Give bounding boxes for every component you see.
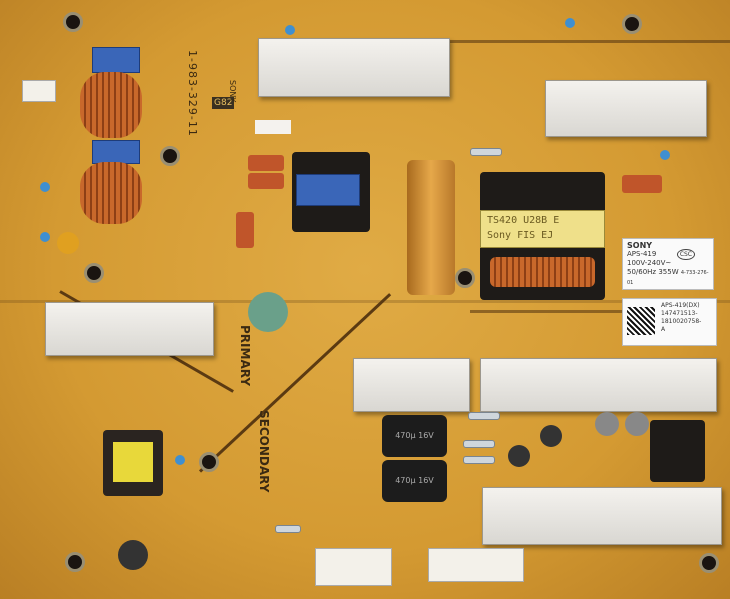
resistor <box>468 412 500 420</box>
output-capacitor: 470μ 16V <box>382 415 447 457</box>
label-rating: 100V-240V~ <box>627 259 672 267</box>
mounting-hole <box>199 452 219 472</box>
capacitor-rating: 470μ 16V <box>395 431 434 440</box>
common-mode-choke <box>80 72 142 138</box>
transformer-bobbin <box>296 174 360 206</box>
ac-input-connector <box>22 80 56 102</box>
revision-mark: G82 <box>212 97 235 109</box>
bulk-capacitor <box>407 160 455 295</box>
transformer-label-line1: TS420 U28B E <box>487 215 560 226</box>
trace <box>300 40 730 43</box>
cement-resistor <box>255 120 291 134</box>
barcode-text: APS-419(DX) 147471513- 1810020758- A <box>661 302 701 334</box>
mounting-hole <box>699 553 719 573</box>
ceramic-capacitor <box>175 455 185 465</box>
resistor <box>463 456 495 464</box>
thermistor <box>57 232 79 254</box>
barcode-suffix: A <box>661 326 666 333</box>
heatsink-right <box>545 80 707 137</box>
aux-transformer-core <box>113 442 153 482</box>
electrolytic-capacitor <box>595 412 619 436</box>
film-capacitor <box>248 155 284 171</box>
electrolytic-capacitor <box>508 445 530 467</box>
electrolytic-capacitor <box>540 425 562 447</box>
transformer-winding <box>490 257 595 287</box>
output-capacitor: 470μ 16V <box>382 460 447 502</box>
secondary-label: SECONDARY <box>257 410 271 493</box>
resistor <box>463 440 495 448</box>
common-mode-choke <box>80 162 142 224</box>
barcode-serial: 1810020758- <box>661 318 702 325</box>
heatsink-middle <box>353 358 470 412</box>
qr-code <box>627 307 655 335</box>
film-capacitor <box>248 173 284 189</box>
trace <box>470 310 670 313</box>
choke-bobbin <box>92 47 140 73</box>
ceramic-capacitor <box>40 182 50 192</box>
resistor <box>275 525 301 533</box>
barcode-model: APS-419(DX) <box>661 302 700 309</box>
varistor <box>248 292 288 332</box>
output-inductor <box>650 420 705 482</box>
label-model: APS-419 <box>627 250 657 258</box>
electrolytic-capacitor <box>625 412 649 436</box>
heatsink-right-middle <box>480 358 717 412</box>
board-part-number: 1-983-329-11 <box>186 50 199 137</box>
cert-mark: CSC <box>676 249 695 260</box>
mounting-hole <box>84 263 104 283</box>
resistor <box>470 148 502 156</box>
rating-label: SONY APS-419 100V-240V~ 50/60Hz 355W 4-7… <box>622 238 714 290</box>
aux-transformer <box>103 430 163 496</box>
output-connector <box>428 548 524 582</box>
transformer-label: TS420 U28B E Sony FIS EJ <box>480 210 605 248</box>
primary-label: PRIMARY <box>238 325 252 387</box>
label-brand: SONY <box>627 241 653 250</box>
barcode-serial: 147471513- <box>661 310 698 317</box>
film-capacitor <box>236 212 254 248</box>
mounting-hole <box>65 552 85 572</box>
main-transformer: TS420 U28B E Sony FIS EJ <box>480 172 605 300</box>
capacitor-rating: 470μ 16V <box>395 476 434 485</box>
mounting-hole <box>63 12 83 32</box>
ceramic-capacitor <box>40 232 50 242</box>
mounting-hole <box>455 268 475 288</box>
heatsink-top <box>258 38 450 97</box>
film-capacitor <box>622 175 662 193</box>
ceramic-capacitor <box>285 25 295 35</box>
standby-transformer <box>292 152 370 232</box>
label-code: 4-733-276-01 <box>627 270 709 286</box>
mounting-hole <box>622 14 642 34</box>
ceramic-capacitor <box>565 18 575 28</box>
ceramic-capacitor <box>660 150 670 160</box>
electrolytic-capacitor <box>118 540 148 570</box>
label-power: 50/60Hz 355W <box>627 268 679 276</box>
sony-silkscreen: SONY <box>228 80 237 103</box>
choke-bobbin <box>92 140 140 164</box>
mounting-hole <box>160 146 180 166</box>
transformer-label-line2: Sony FIS EJ <box>487 230 554 241</box>
heatsink-bottom <box>482 487 722 545</box>
trace <box>0 300 730 303</box>
heatsink-left <box>45 302 214 356</box>
output-connector <box>315 548 392 586</box>
barcode-label: APS-419(DX) 147471513- 1810020758- A <box>622 298 717 346</box>
